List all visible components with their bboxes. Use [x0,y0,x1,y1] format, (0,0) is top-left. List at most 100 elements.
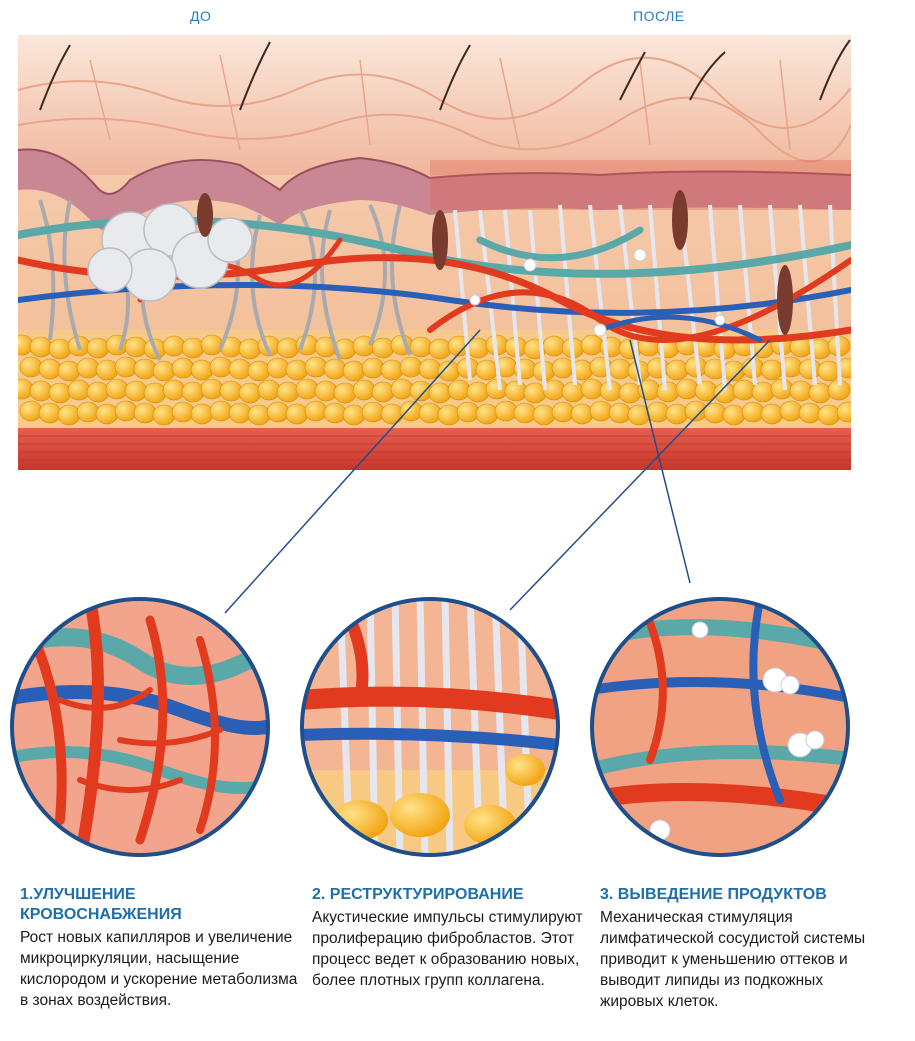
fat-cell [399,400,423,422]
fat-cell [266,401,290,423]
fat-cell [228,402,252,424]
fat-cell [18,334,34,356]
fat-cell [257,379,281,401]
fat-cell [770,378,794,400]
fat-cell [228,358,252,380]
fat-cell [114,400,138,422]
section-lymph-drainage: 3. ВЫВЕДЕНИЕ ПРОДУКТОВ Механическая стим… [600,885,890,1012]
fat-cell [722,404,746,426]
fat-cell [675,378,699,400]
fat-cell [86,381,110,403]
label-before: ДО [190,8,212,24]
fat-cell [504,380,528,402]
fat-cell [48,382,72,404]
fat-cell [798,358,822,380]
fat-cell [779,400,803,422]
fat-cell [475,403,499,425]
fat-cell [456,401,480,423]
fat-cell [732,379,756,401]
pointer-lines [224,329,771,614]
section-restructuring: 2. РЕСТРУКТУРИРОВАНИЕ Акустические импул… [312,885,592,991]
fat-cell [95,359,119,381]
fat-cell [542,335,566,357]
fat-cell [48,338,72,360]
fat-cell [209,400,233,422]
fat-cell [665,359,689,381]
fat-cell [19,356,43,378]
fat-cell [314,380,338,402]
fat-cell [152,404,176,426]
label-after: ПОСЛЕ [633,8,685,24]
fat-cell [247,360,271,382]
fat-cell [551,401,575,423]
fat-cell [371,381,395,403]
fat-cell [760,403,784,425]
fat-cell [447,379,471,401]
fat-cell [238,382,262,404]
fat-cell [836,401,851,423]
fat-cell [808,382,832,404]
fat-cell [817,360,841,382]
zoom-circle-lymph-drainage [590,597,850,857]
fat-cell [95,403,119,425]
fat-cell [143,382,167,404]
zoom-circle-restructuring [300,597,560,857]
fat-cell [200,378,224,400]
fat-cell [247,404,271,426]
fat-cell [656,381,680,403]
fat-cell [152,360,176,382]
fat-cell [124,380,148,402]
section-text: Акустические импульсы стимулируют пролиф… [312,909,583,989]
fat-cell [608,358,632,380]
fat-cell [589,400,613,422]
fat-cell [380,359,404,381]
fat-cell [789,380,813,402]
fat-cell [285,403,309,425]
fat-cell [428,338,452,360]
fat-cell [219,380,243,402]
fat-cell [361,357,385,379]
fat-cell [67,379,91,401]
fat-cell [19,400,43,422]
fat-cell [428,382,452,404]
fat-cell [342,404,366,426]
skin-cross-section-illustration [10,35,851,857]
fat-cell [361,401,385,423]
fat-cell [209,356,233,378]
cross-section [18,35,851,470]
fat-cell [418,402,442,424]
fat-cell [513,402,537,424]
fat-cell [741,401,765,423]
fat-cell [751,381,775,403]
fat-cell [399,356,423,378]
fat-cell [76,401,100,423]
fat-cell [86,337,110,359]
lipid-droplets [469,248,726,337]
fat-cell [618,382,642,404]
fat-cell [238,338,262,360]
fat-cell [57,404,81,426]
fat-cell [323,402,347,424]
fat-cell [162,379,186,401]
fat-cell [190,359,214,381]
zoom-circle-blood-supply [10,597,270,857]
fat-cell [608,402,632,424]
section-text: Рост новых капилляров и увеличение микро… [20,929,298,1009]
fat-cell [485,378,509,400]
fat-cells [18,334,851,426]
fat-cell [380,403,404,425]
fat-cell [38,402,62,424]
fat-cell [295,378,319,400]
fat-cell [162,335,186,357]
fat-cell [304,400,328,422]
fat-cell [200,334,224,356]
fat-cell [580,378,604,400]
fat-cell [133,358,157,380]
fat-cell [475,359,499,381]
fat-cell [409,380,433,402]
fat-cell [494,400,518,422]
fat-cell [171,401,195,423]
fat-cell [532,404,556,426]
fat-cell [371,337,395,359]
fat-cell [38,358,62,380]
